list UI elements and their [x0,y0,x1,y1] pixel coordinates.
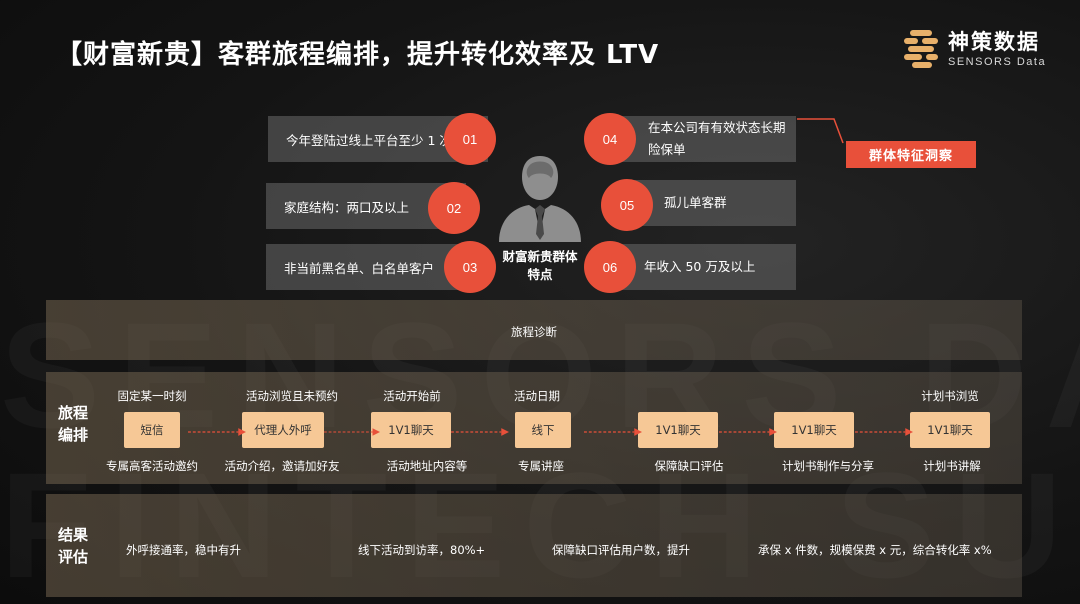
journey-panel: 旅程编排 固定某一时刻 活动浏览且未预约 活动开始前 活动日期 计划书浏览 短信… [46,372,1022,484]
page-title: 【财富新贵】客群旅程编排，提升转化效率及 LTV [56,40,660,70]
logo-text-cn: 神策数据 [948,30,1040,54]
stage-content: 计划书制作与分享 [782,459,874,473]
stage-trigger: 计划书浏览 [921,389,979,403]
stage-trigger: 活动浏览且未预约 [246,389,338,403]
logo: 神策数据 SENSORS Data [904,26,1064,72]
diagnosis-panel: 旅程诊断 [46,300,1022,360]
channel-node: 代理人外呼 [242,412,324,448]
channel-node: 线下 [515,412,571,448]
stage-content: 计划书讲解 [923,459,981,473]
trait-number-badge: 04 [584,113,636,165]
result-item: 外呼接通率，稳中有升 [126,543,241,557]
insight-tag: 群体特征洞察 [846,141,976,168]
trait-number-badge: 02 [428,182,480,234]
stage-content: 专属讲座 [518,459,564,473]
trait-number-badge: 01 [444,113,496,165]
person-icon [499,156,581,242]
channel-node: 短信 [124,412,180,448]
flow-arrow [324,428,380,436]
center-label: 财富新贵群体特点 [502,249,578,282]
journey-label: 旅程编排 [58,404,89,444]
trait-text: 非当前黑名单、白名单客户 [284,260,435,276]
trait-text: 今年登陆过线上平台至少 1 次 [286,132,452,148]
flow-arrow [584,428,642,436]
trait-box: 家庭结构：两口及以上 [266,183,466,229]
flow-arrow [188,428,246,436]
results-label: 结果评估 [58,526,89,566]
trait-text: 在本公司有有效状态长期险保单 [648,120,786,157]
channel-node: 1V1聊天 [638,412,718,448]
trait-number-badge: 03 [444,241,496,293]
logo-text-en: SENSORS Data [948,56,1047,68]
stage-trigger: 活动日期 [514,389,560,403]
flow-arrow [451,428,509,436]
trait-text: 家庭结构：两口及以上 [284,199,410,215]
trait-text: 孤儿单客群 [664,195,727,210]
stage-content: 专属高客活动邀约 [106,459,198,473]
trait-number-badge: 05 [601,179,653,231]
result-item: 保障缺口评估用户数，提升 [552,543,690,557]
trait-box: 非当前黑名单、白名单客户 [266,244,476,290]
stage-trigger: 固定某一时刻 [117,389,187,403]
diagnosis-label: 旅程诊断 [511,325,557,339]
channel-node: 1V1聊天 [371,412,451,448]
stage-content: 活动地址内容等 [386,459,468,473]
stage-content: 活动介绍，邀请加好友 [224,459,340,473]
trait-box: 孤儿单客群 [622,180,796,226]
flow-arrow [719,428,777,436]
channel-node: 1V1聊天 [774,412,854,448]
connector-line [797,118,844,144]
channel-node: 1V1聊天 [910,412,990,448]
flow-arrow [855,428,913,436]
trait-number-badge: 06 [584,241,636,293]
stage-trigger: 活动开始前 [383,389,441,403]
result-item: 线下活动到访率，80%+ [358,543,486,557]
stage-content: 保障缺口评估 [654,459,724,473]
trait-text: 年收入 50 万及以上 [644,259,756,274]
sensors-logo-icon [904,30,938,68]
results-panel: 结果评估 外呼接通率，稳中有升 线下活动到访率，80%+ 保障缺口评估用户数，提… [46,494,1022,597]
result-item: 承保 x 件数，规模保费 x 元，综合转化率 x% [758,543,992,557]
